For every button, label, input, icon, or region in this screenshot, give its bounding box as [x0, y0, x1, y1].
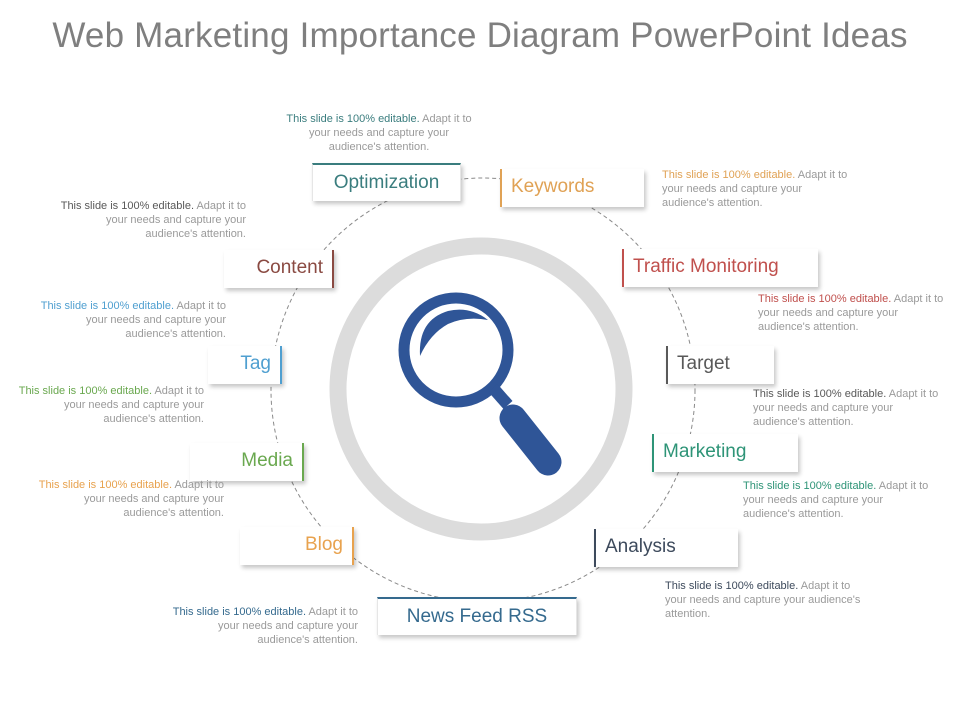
description-rest: Adapt it to your needs and capture your …	[217, 606, 358, 646]
magnifying-glass-icon	[398, 292, 562, 476]
description-tag: This slide is 100% editable. Adapt it to…	[38, 299, 226, 341]
magnifier-lens	[398, 292, 514, 408]
description-rest: Adapt it to your needs and capture your …	[753, 388, 939, 428]
description-media: This slide is 100% editable. Adapt it to…	[16, 384, 204, 426]
description-rest: Adapt it to your needs and capture your …	[63, 385, 204, 425]
description-lead: This slide is 100% editable.	[172, 606, 307, 618]
description-lead: This slide is 100% editable.	[286, 113, 420, 125]
description-marketing: This slide is 100% editable. Adapt it to…	[743, 479, 933, 521]
description-blog: This slide is 100% editable. Adapt it to…	[36, 478, 224, 520]
slide-title: Web Marketing Importance Diagram PowerPo…	[52, 16, 908, 55]
description-lead: This slide is 100% editable.	[60, 200, 195, 212]
description-rest: Adapt it to your needs and capture your …	[105, 200, 246, 240]
description-keywords: This slide is 100% editable. Adapt it to…	[662, 168, 850, 210]
label-content: Content	[224, 250, 334, 288]
magnifier-handle	[499, 404, 562, 476]
label-optimization: Optimization	[312, 163, 461, 201]
description-rest: Adapt it to your needs and capture your …	[662, 169, 848, 209]
label-traffic-monitoring: Traffic Monitoring	[622, 249, 818, 287]
description-news-feed-rss: This slide is 100% editable. Adapt it to…	[170, 605, 358, 647]
label-media: Media	[190, 443, 304, 481]
label-news-feed-rss: News Feed RSS	[377, 597, 577, 635]
magnifier-highlight	[419, 309, 488, 356]
description-lead: This slide is 100% editable.	[758, 293, 892, 305]
label-marketing: Marketing	[652, 434, 798, 472]
gray-ring	[329, 237, 633, 541]
description-rest: Adapt it to your needs and capture your …	[665, 580, 861, 620]
description-lead: This slide is 100% editable.	[40, 300, 175, 312]
description-rest: Adapt it to your needs and capture your …	[85, 300, 226, 340]
label-keywords: Keywords	[500, 169, 644, 207]
description-rest: Adapt it to your needs and capture your …	[308, 113, 472, 153]
description-rest: Adapt it to your needs and capture your …	[758, 293, 944, 333]
description-lead: This slide is 100% editable.	[662, 169, 796, 181]
description-traffic-monitoring: This slide is 100% editable. Adapt it to…	[758, 292, 948, 334]
label-blog: Blog	[240, 527, 354, 565]
description-lead: This slide is 100% editable.	[743, 480, 877, 492]
label-target: Target	[666, 346, 774, 384]
description-content: This slide is 100% editable. Adapt it to…	[58, 199, 246, 241]
description-rest: Adapt it to your needs and capture your …	[743, 480, 929, 520]
description-target: This slide is 100% editable. Adapt it to…	[753, 387, 943, 429]
description-analysis: This slide is 100% editable. Adapt it to…	[665, 579, 861, 621]
magnifier-neck	[488, 384, 513, 409]
description-lead: This slide is 100% editable.	[38, 479, 173, 491]
label-tag: Tag	[208, 346, 282, 384]
label-analysis: Analysis	[594, 529, 738, 567]
description-lead: This slide is 100% editable.	[665, 580, 799, 592]
description-lead: This slide is 100% editable.	[753, 388, 887, 400]
description-optimization: This slide is 100% editable. Adapt it to…	[286, 112, 472, 154]
description-lead: This slide is 100% editable.	[18, 385, 153, 397]
description-rest: Adapt it to your needs and capture your …	[83, 479, 224, 519]
